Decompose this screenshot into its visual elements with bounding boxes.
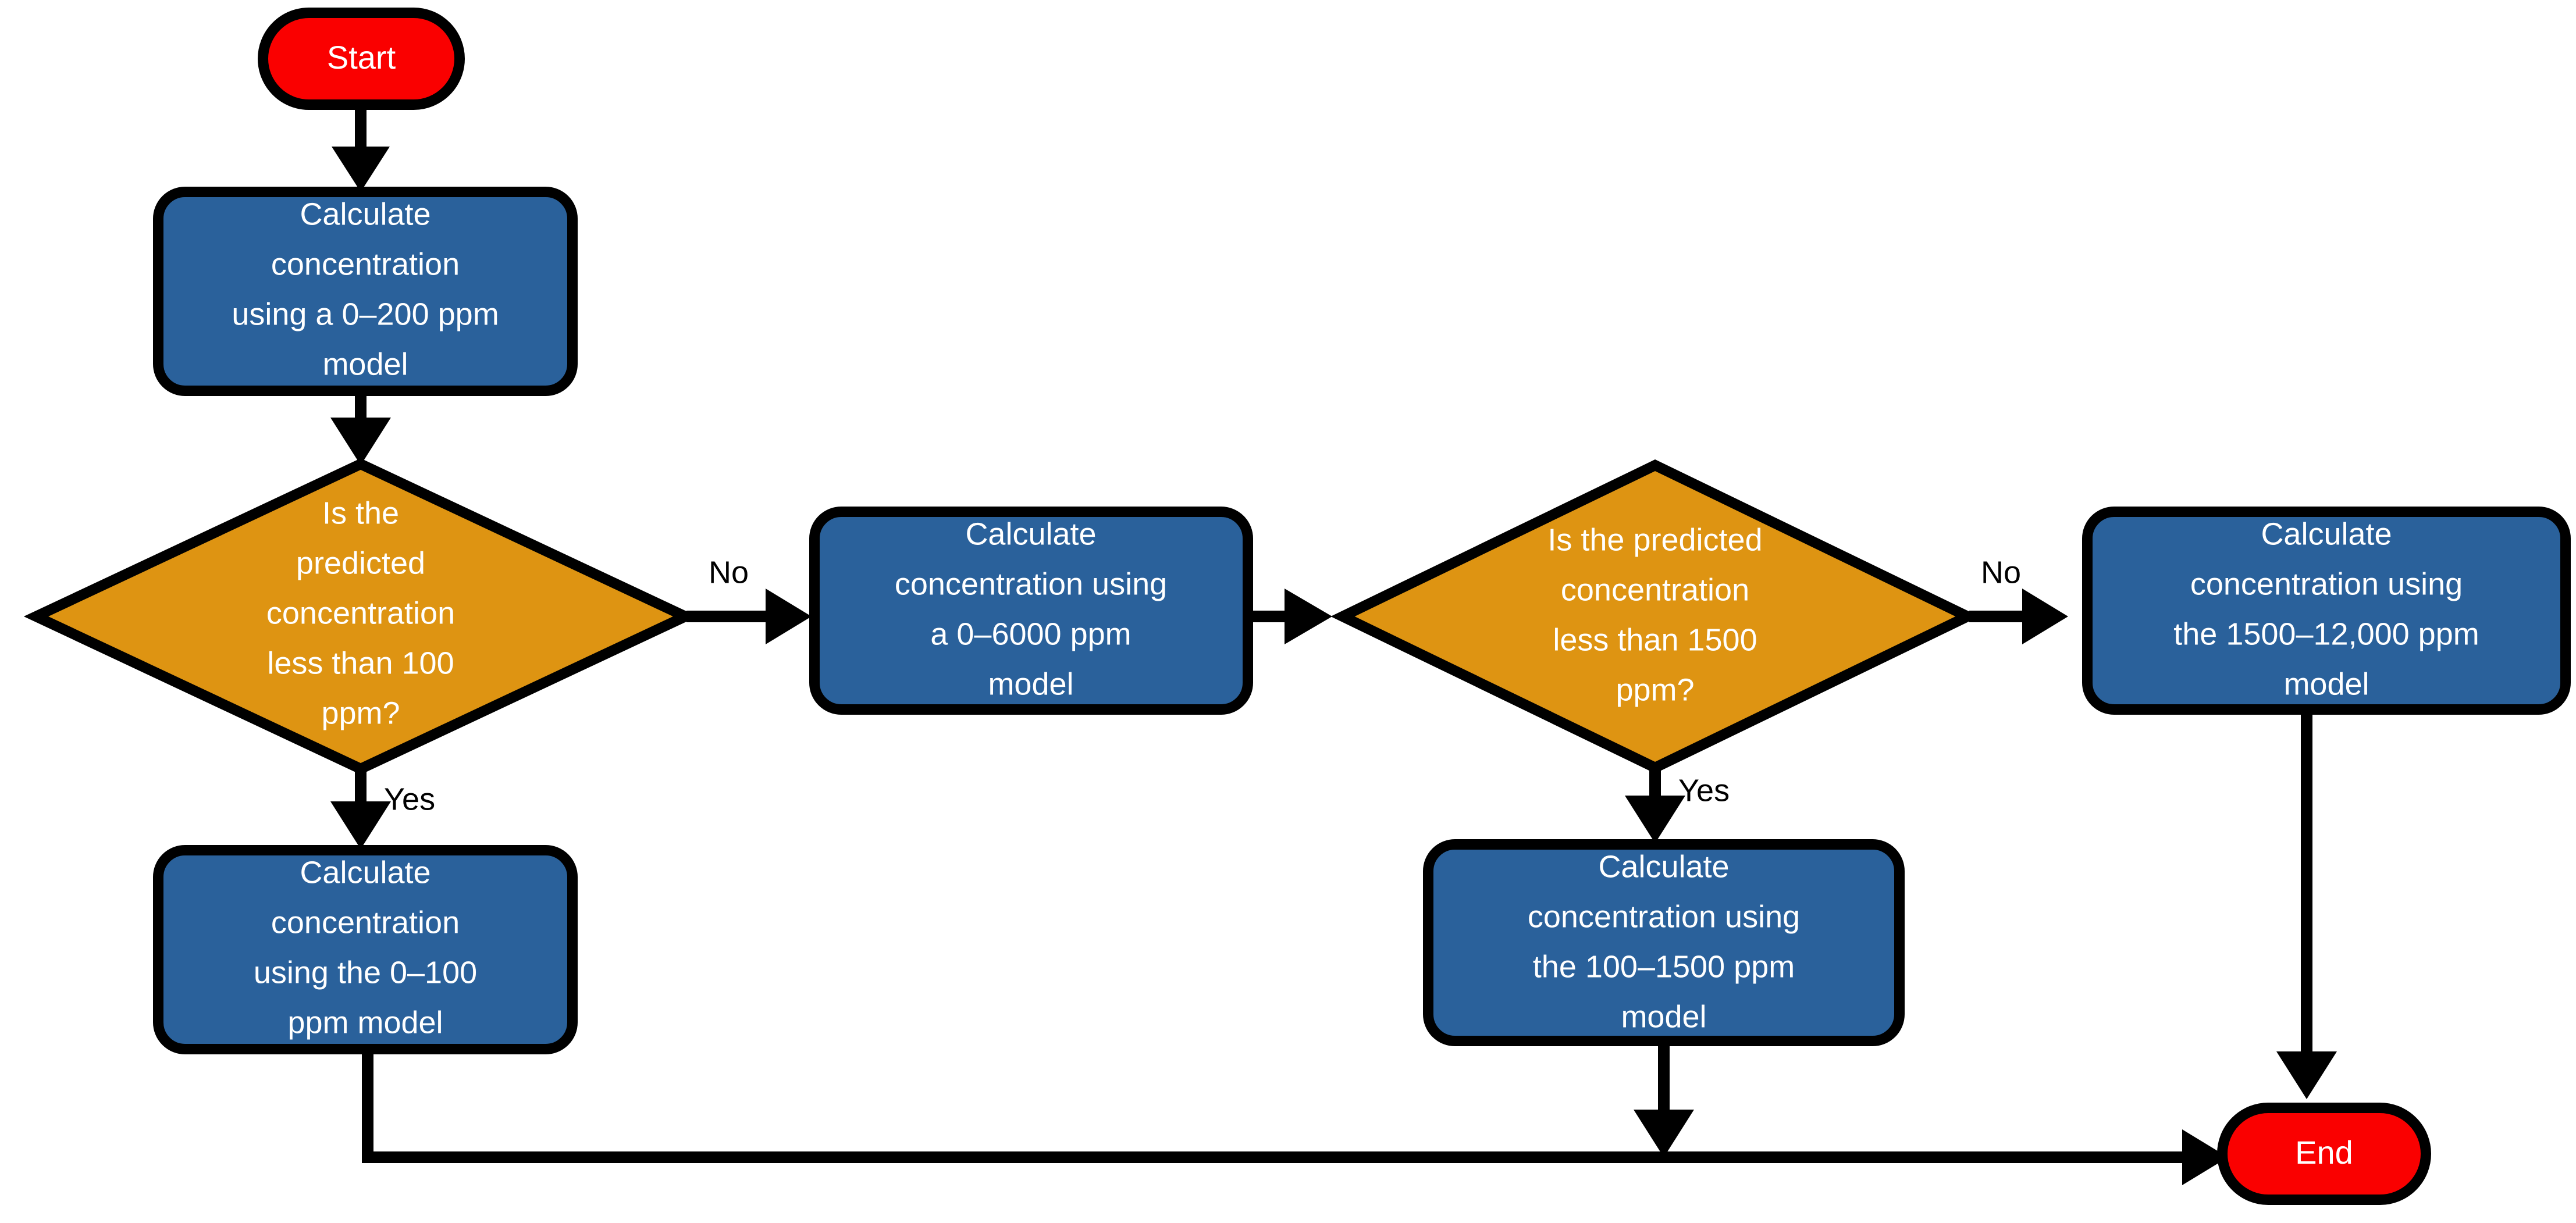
start-node-label: Start [327, 39, 396, 76]
process-calc-0-200-line-3: using a 0–200 ppm [232, 297, 499, 331]
process-calc-0-6000-shape [809, 507, 1253, 715]
process-calc-100-1500[interactable]: Calculate concentration using the 100–15… [1423, 839, 1905, 1046]
process-calc-100-1500-line-1: Calculate [1598, 849, 1729, 884]
decision-less-than-1500-ppm[interactable]: Is the predicted concentration less than… [1330, 459, 1980, 773]
process-calc-100-1500-line-4: model [1621, 999, 1706, 1034]
edge-label-yes-1: Yes [384, 782, 435, 816]
process-calc-1500-12000-line-4: model [2283, 666, 2369, 701]
decision-100-line-5: ppm? [321, 696, 400, 730]
edge-calc-100-1500-to-end [1634, 1041, 1694, 1157]
process-calc-0-6000[interactable]: Calculate concentration using a 0–6000 p… [809, 507, 1253, 715]
edge-decision-100-yes: Yes [330, 756, 435, 849]
decision-1500-line-4: ppm? [1616, 672, 1694, 707]
process-calc-0-6000-line-4: model [988, 666, 1073, 701]
process-calc-1500-12000[interactable]: Calculate concentration using the 1500–1… [2082, 507, 2571, 715]
arrowhead-icon [332, 147, 390, 192]
process-calc-0-200-line-4: model [322, 347, 408, 381]
process-calc-0-100-line-4: ppm model [287, 1005, 443, 1040]
arrowhead-icon [2276, 1051, 2337, 1099]
process-calc-1500-12000-shape [2082, 507, 2571, 715]
end-node-shape [2217, 1103, 2431, 1205]
process-calc-0-200-line-2: concentration [271, 247, 460, 281]
arrowhead-icon [330, 418, 391, 465]
edge-calc-0-100-to-end [362, 1050, 2228, 1185]
edge-label-no-1: No [709, 555, 749, 590]
start-node[interactable]: Start [258, 8, 465, 110]
process-calc-100-1500-line-3: the 100–1500 ppm [1533, 949, 1795, 984]
arrowhead-icon [1634, 1110, 1694, 1157]
arrowhead-icon [2182, 1129, 2228, 1185]
decision-100-line-1: Is the [322, 495, 399, 530]
process-calc-1500-12000-line-3: the 1500–12,000 ppm [2173, 616, 2479, 651]
start-node-shape [258, 8, 465, 110]
process-calc-0-200-shape [153, 187, 578, 396]
arrowhead-icon [1285, 589, 1332, 644]
process-calc-0-100-line-1: Calculate [300, 855, 430, 890]
arrowhead-icon [1625, 796, 1685, 843]
process-calc-0-100-line-2: concentration [271, 905, 460, 940]
decision-1500-line-3: less than 1500 [1553, 622, 1757, 657]
edge-line [362, 1050, 2190, 1163]
process-calc-0-200[interactable]: Calculate concentration using a 0–200 pp… [153, 187, 578, 396]
decision-1500-line-2: concentration [1561, 572, 1749, 607]
process-calc-0-100-shape [153, 845, 578, 1054]
arrowhead-icon [2022, 589, 2068, 644]
process-calc-100-1500-shape [1423, 839, 1905, 1046]
edge-calc-0-6000-to-decision-1500 [1251, 589, 1332, 644]
edge-calc-1500-12000-to-end [2276, 704, 2337, 1099]
process-calc-0-6000-line-1: Calculate [965, 516, 1096, 551]
arrowhead-icon [330, 801, 391, 849]
decision-100-line-3: concentration [266, 596, 455, 630]
edge-calc-0-200-to-decision-100 [330, 390, 391, 465]
process-calc-1500-12000-line-2: concentration using [2190, 566, 2463, 601]
process-calc-1500-12000-line-1: Calculate [2261, 516, 2392, 551]
decision-100-line-4: less than 100 [267, 646, 454, 680]
edge-label-no-2: No [1981, 555, 2021, 590]
end-node[interactable]: End [2217, 1103, 2431, 1205]
process-calc-100-1500-line-2: concentration using [1528, 899, 1800, 934]
decision-100-line-2: predicted [296, 545, 425, 580]
edge-start-to-calc-0-200 [332, 105, 390, 192]
edge-label-yes-2: Yes [1678, 773, 1730, 808]
process-calc-0-100-line-3: using the 0–100 [254, 955, 477, 990]
edge-decision-1500-no: No [1969, 555, 2068, 644]
decision-100-shape [23, 458, 698, 775]
edge-decision-100-no: No [686, 555, 812, 644]
decision-1500-shape [1330, 459, 1980, 773]
decision-1500-line-1: Is the predicted [1547, 522, 1762, 557]
process-calc-0-200-line-1: Calculate [300, 197, 430, 231]
end-node-label: End [2295, 1134, 2353, 1171]
arrowhead-icon [766, 589, 812, 644]
process-calc-0-6000-line-3: a 0–6000 ppm [930, 616, 1131, 651]
decision-less-than-100-ppm[interactable]: Is the predicted concentration less than… [23, 458, 698, 775]
process-calc-0-100[interactable]: Calculate concentration using the 0–100 … [153, 845, 578, 1054]
process-calc-0-6000-line-2: concentration using [895, 566, 1167, 601]
